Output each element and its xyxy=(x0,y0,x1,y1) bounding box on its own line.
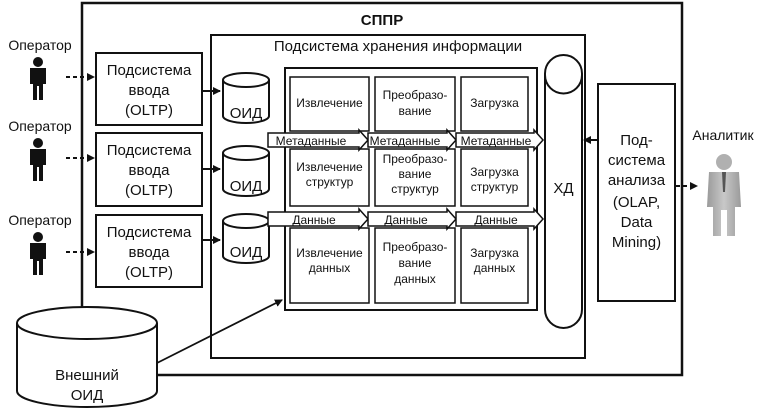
analyst-figure-icon xyxy=(707,154,741,236)
oid-label: ОИД xyxy=(230,244,263,261)
etl-extract-structures-text-2: структур xyxy=(306,175,354,189)
metadata-flow: Метаданные Метаданные Метаданные xyxy=(267,128,545,152)
etl-cell-transform-structures xyxy=(374,148,456,207)
data-arrow-2 xyxy=(367,207,458,231)
operator-label: Оператор xyxy=(8,37,72,53)
etl-load-text: Загрузка xyxy=(470,96,519,110)
data-label-3: Данные xyxy=(474,213,518,227)
analysis-line-1: Под- xyxy=(620,132,653,149)
analyst: Аналитик xyxy=(692,127,754,236)
etl-extract-data-text-1: Извлечение xyxy=(296,246,363,260)
analysis-line-2: система xyxy=(608,152,666,169)
etl-load-structures-text-2: структур xyxy=(471,180,519,194)
etl-cell-extract xyxy=(289,76,370,132)
operator-figure-icon xyxy=(30,232,46,275)
etl-transform-text-2: вание xyxy=(399,104,432,118)
oltp-line-2: ввода xyxy=(129,162,171,179)
storage-title: Подсистема хранения информации xyxy=(274,38,522,55)
external-to-oid-arrow xyxy=(156,299,283,364)
etl-transform-text-1: Преобразо- xyxy=(383,88,448,102)
oltp-line-1: Подсистема xyxy=(107,62,192,79)
oid-label: ОИД xyxy=(230,105,263,122)
operator-figure-icon xyxy=(30,138,46,181)
etl-transform-data-text-3: данных xyxy=(394,272,436,286)
operator-1: Оператор xyxy=(8,37,72,100)
analysis-box: Под- система анализа (OLAP, Data Mining) xyxy=(597,83,676,302)
oid-label: ОИД xyxy=(230,178,263,195)
dss-title: СППР xyxy=(361,12,403,29)
etl-load-structures-text-1: Загрузка xyxy=(470,165,519,179)
etl-cell-extract-data xyxy=(289,227,370,304)
oltp-box-2: Подсистема ввода (OLTP) xyxy=(95,132,203,207)
oltp-line-3: (OLTP) xyxy=(125,182,173,199)
etl-transform-data-text-1: Преобразо- xyxy=(383,240,448,254)
analysis-line-3: анализа xyxy=(608,172,666,189)
analysis-line-5: Data xyxy=(621,214,653,231)
metadata-arrow-2 xyxy=(367,128,458,152)
analysis-line-6: Mining) xyxy=(612,234,661,251)
oltp-line-1: Подсистема xyxy=(107,224,192,241)
data-arrow-3 xyxy=(455,207,545,231)
etl-cell-transform-data xyxy=(374,227,456,304)
etl-cell-extract-structures xyxy=(289,148,370,207)
metadata-arrow-3 xyxy=(455,128,545,152)
data-label-1: Данные xyxy=(292,213,336,227)
metadata-label-3: Метаданные xyxy=(461,134,532,148)
etl-cell-load-structures xyxy=(460,148,529,207)
metadata-label-1: Метаданные xyxy=(276,134,347,148)
data-flow: Данные Данные Данные xyxy=(267,207,545,231)
oltp-line-1: Подсистема xyxy=(107,142,192,159)
etl-load-data-text-1: Загрузка xyxy=(470,246,519,260)
etl-extract-text: Извлечение xyxy=(296,96,363,110)
external-oid: Внешний ОИД xyxy=(16,306,158,408)
external-oid-line-2: ОИД xyxy=(71,387,104,404)
etl-transform-structures-text-1: Преобразо- xyxy=(383,152,448,166)
oltp-box-3: Подсистема ввода (OLTP) xyxy=(95,214,203,288)
etl-cell-transform xyxy=(374,76,456,132)
etl-transform-data-text-2: вание xyxy=(399,256,432,270)
etl-extract-data-text-2: данных xyxy=(309,261,351,275)
operator-label: Оператор xyxy=(8,118,72,134)
analyst-label: Аналитик xyxy=(692,127,754,143)
dw-label: ХД xyxy=(553,180,573,197)
etl-transform-structures-text-3: структур xyxy=(391,182,439,196)
operator-3: Оператор xyxy=(8,212,72,275)
analysis-line-4: (OLAP, xyxy=(613,194,660,211)
oltp-box-1: Подсистема ввода (OLTP) xyxy=(95,52,203,126)
etl-cell-load-data xyxy=(460,227,529,304)
metadata-label-2: Метаданные xyxy=(370,134,441,148)
oltp-line-3: (OLTP) xyxy=(125,102,173,119)
operator-figure-icon xyxy=(30,57,46,100)
oltp-line-2: ввода xyxy=(129,82,171,99)
data-warehouse: ХД xyxy=(544,54,583,329)
external-oid-line-1: Внешний xyxy=(55,367,119,384)
etl-extract-structures-text-1: Извлечение xyxy=(296,160,363,174)
metadata-arrow-1 xyxy=(267,128,370,152)
oltp-line-2: ввода xyxy=(129,244,171,261)
oid-cylinder-2: ОИД xyxy=(222,145,270,197)
etl-transform-structures-text-2: вание xyxy=(399,167,432,181)
data-arrow-1 xyxy=(267,207,370,231)
data-label-2: Данные xyxy=(384,213,428,227)
etl-cell-load xyxy=(460,76,529,132)
oid-cylinder-3: ОИД xyxy=(222,213,270,264)
oltp-line-3: (OLTP) xyxy=(125,264,173,281)
oid-cylinder-1: ОИД xyxy=(222,72,270,124)
etl-load-data-text-2: данных xyxy=(474,261,516,275)
operator-label: Оператор xyxy=(8,212,72,228)
operator-2: Оператор xyxy=(8,118,72,181)
